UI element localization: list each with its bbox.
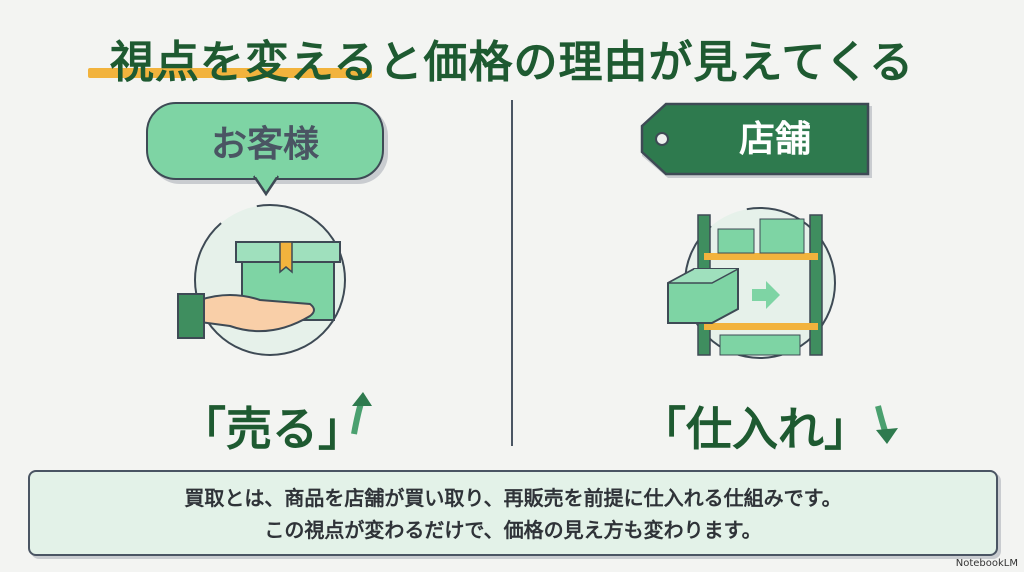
up-arrow-icon [351, 392, 372, 435]
summary-box: 買取とは、商品を店舗が買い取り、再販売を前提に仕入れる仕組みです。 この視点が変… [28, 470, 998, 556]
tag-hole-icon [655, 132, 669, 146]
title-highlight [88, 68, 372, 78]
sell-label: 「売る」 [180, 402, 364, 456]
down-arrow-icon [875, 405, 898, 444]
customer-label: お客様 [210, 124, 319, 165]
bubble-tail [252, 174, 280, 197]
hand-box-icon [177, 204, 346, 356]
purchase-label: 「仕入れ」 [640, 402, 870, 456]
customer-speech-bubble: お客様 [146, 102, 384, 180]
divider [511, 100, 513, 446]
watermark: NotebookLM [955, 558, 1018, 569]
warehouse-shelf-icon [667, 207, 836, 359]
store-label: 店舗 [738, 119, 811, 160]
page-title: 視点を変えると価格の理由が見えてくる [109, 37, 915, 88]
summary-line-1: 買取とは、商品を店舗が買い取り、再販売を前提に仕入れる仕組みです。 [184, 486, 842, 510]
summary-line-2: この視点が変わるだけで、価格の見え方も変わります。 [264, 518, 762, 542]
store-tag [640, 102, 872, 178]
